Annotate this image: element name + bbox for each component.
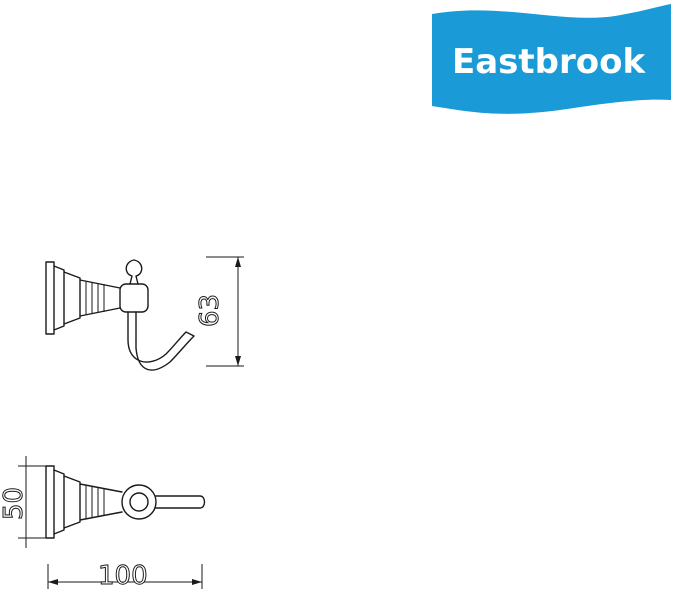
depth-dimension: 50 (0, 456, 46, 548)
stem-plan (79, 483, 123, 521)
hook-knuckle (119, 283, 149, 313)
height-dimension-label: 63 (195, 294, 225, 327)
base-flare-plan (53, 469, 65, 535)
logo-wave-banner (432, 4, 671, 114)
wall-plate-plan (45, 465, 55, 539)
hook-arm (127, 311, 195, 371)
stem (79, 279, 121, 317)
base-taper-plan (63, 475, 81, 529)
height-dimension: 63 (195, 256, 244, 367)
wall-plate (45, 261, 55, 335)
hook-finial (125, 259, 143, 285)
depth-dimension-label: 50 (0, 487, 29, 520)
hook-side-view (45, 259, 195, 371)
logo-text: Eastbrook (452, 42, 646, 82)
hook-ring-inner (129, 492, 149, 512)
hook-plan-view (45, 465, 206, 539)
base-flare (53, 265, 65, 331)
width-dimension-label: 100 (98, 561, 148, 589)
hook-ring-outer (121, 484, 157, 520)
hook-arm-plan (155, 495, 206, 509)
width-dimension: 100 (47, 561, 203, 589)
eastbrook-logo: Eastbrook (432, 4, 671, 114)
base-taper (63, 271, 81, 325)
